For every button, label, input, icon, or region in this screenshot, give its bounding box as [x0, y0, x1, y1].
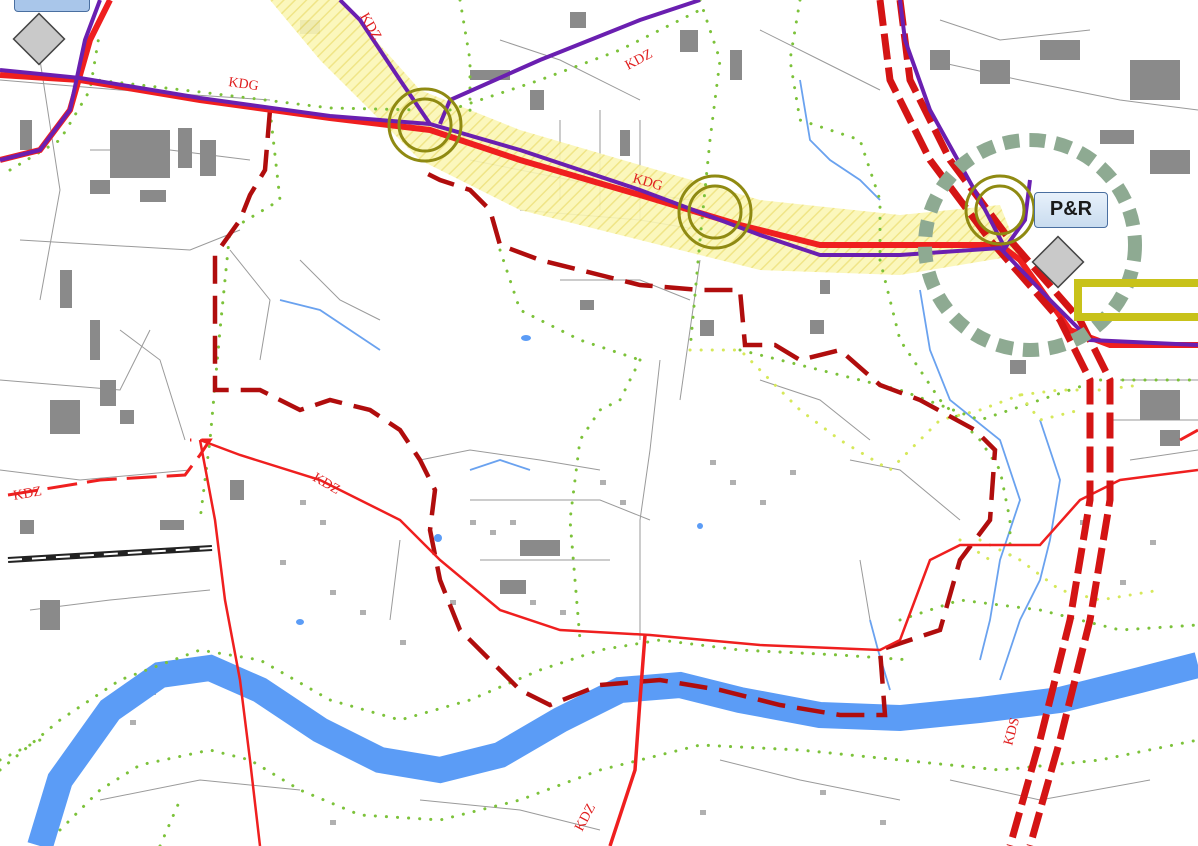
yellow-route-network: [688, 348, 1162, 602]
transfer-node-icons: [387, 87, 1036, 250]
label-kdg-1: KDG: [227, 75, 259, 94]
olive-frame: [1074, 279, 1198, 321]
transfer-node-icon: [677, 174, 753, 250]
park-and-ride-zone: [918, 133, 1142, 357]
ponds: [296, 335, 703, 625]
top-marker-tab: [14, 0, 90, 12]
diamond-marker-icon: [12, 12, 66, 66]
river: [27, 652, 1198, 846]
planning-boundary: [212, 109, 998, 718]
label-kds: KDS: [1001, 716, 1023, 747]
transfer-node-icon: [387, 87, 463, 163]
buildings: [20, 12, 1190, 630]
diamond-marker-icon: [1031, 235, 1085, 289]
label-kdz-left: KDZ: [12, 484, 43, 504]
tram-line: [0, 0, 1198, 347]
expressway: [876, 0, 1114, 846]
park-and-ride-marker[interactable]: P&R: [1034, 192, 1108, 228]
railway: [7, 545, 213, 563]
streams: [279, 79, 1061, 691]
